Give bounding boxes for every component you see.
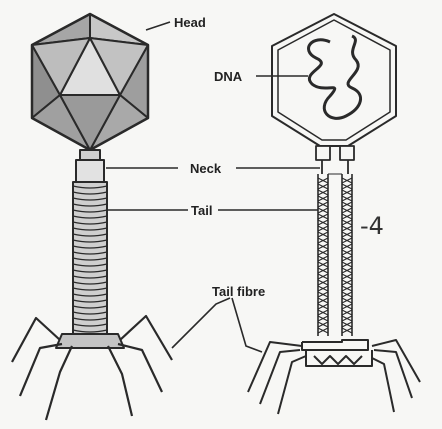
neck <box>76 150 104 182</box>
base-plate <box>56 334 124 348</box>
section-base-plate <box>302 340 372 366</box>
phage-external-view <box>12 14 172 420</box>
section-neck <box>316 146 354 174</box>
tail-fibre-leader-right <box>232 298 262 352</box>
label-head: Head <box>174 15 206 30</box>
section-tail-braiding <box>318 178 352 333</box>
handwritten-annotation: -4 <box>360 212 384 240</box>
label-dna: DNA <box>214 69 243 84</box>
label-tail-fibre: Tail fibre <box>212 284 265 299</box>
phage-section-view <box>248 14 420 414</box>
tail-fibres-right-phage <box>248 340 420 414</box>
section-head <box>272 14 396 146</box>
label-tail: Tail <box>191 203 212 218</box>
tail-fibre-leader-left <box>172 298 230 348</box>
head-leader <box>146 22 170 30</box>
dna-strand <box>309 36 361 118</box>
head-capsid <box>32 14 148 150</box>
label-neck: Neck <box>190 161 222 176</box>
